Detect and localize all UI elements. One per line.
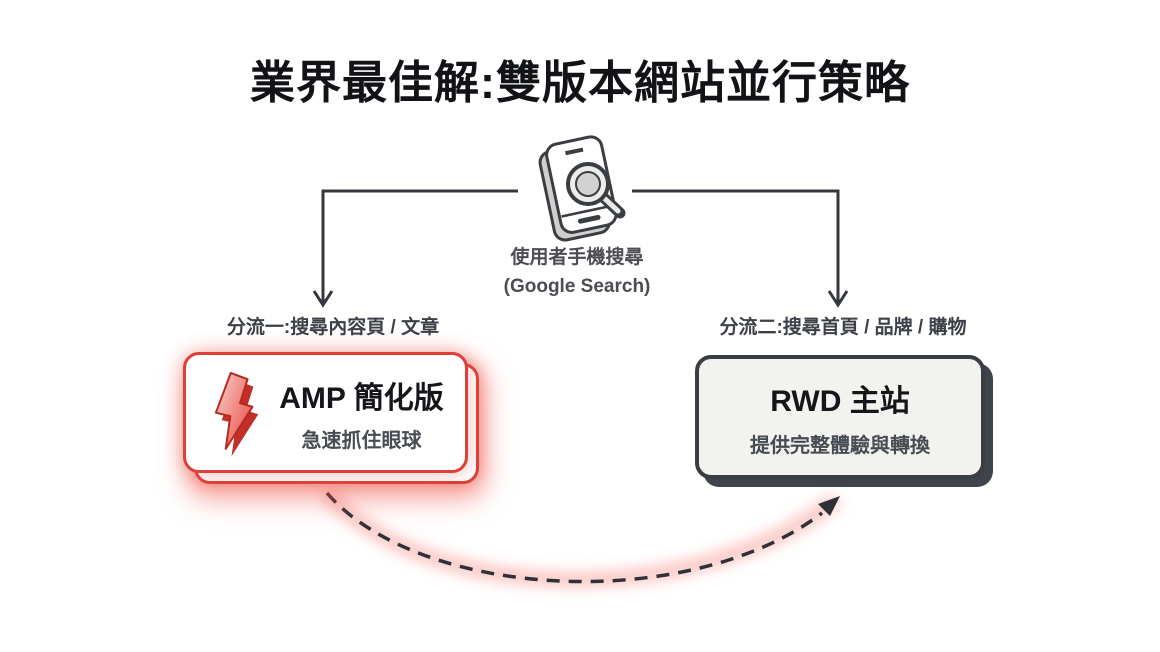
branch-label-left: 分流一:搜尋內容頁 / 文章: [226, 317, 440, 338]
amp-card: AMP 簡化版 急速抓住眼球: [183, 352, 479, 484]
branch-label-right: 分流二:搜尋首頁 / 品牌 / 購物: [719, 317, 967, 338]
amp-card-front-layer: AMP 簡化版 急速抓住眼球: [183, 352, 468, 473]
magnifier-icon: [566, 162, 626, 219]
rwd-card-title: RWD 主站: [770, 385, 910, 418]
phone-search-icon: [528, 134, 632, 242]
rwd-card: RWD 主站 提供完整體驗與轉換: [695, 355, 985, 479]
branch-arrows: [312, 189, 849, 308]
source-caption-line2: (Google Search): [503, 276, 651, 297]
curve-glow: [321, 488, 841, 587]
amp-card-subtitle: 急速抓住眼球: [301, 429, 422, 452]
lightning-bolt-icon: [214, 371, 258, 456]
source-caption-line1: 使用者手機搜尋: [510, 247, 644, 268]
rwd-card-subtitle: 提供完整體驗與轉換: [750, 435, 930, 457]
source-caption: 使用者手機搜尋 (Google Search): [427, 243, 727, 301]
amp-to-rwd-arrow: [325, 491, 840, 584]
amp-card-title: AMP 簡化版: [279, 381, 444, 415]
page-title: 業界最佳解:雙版本網站並行策略: [250, 57, 910, 108]
amp-card-text: AMP 簡化版 急速抓住眼球: [274, 373, 449, 453]
